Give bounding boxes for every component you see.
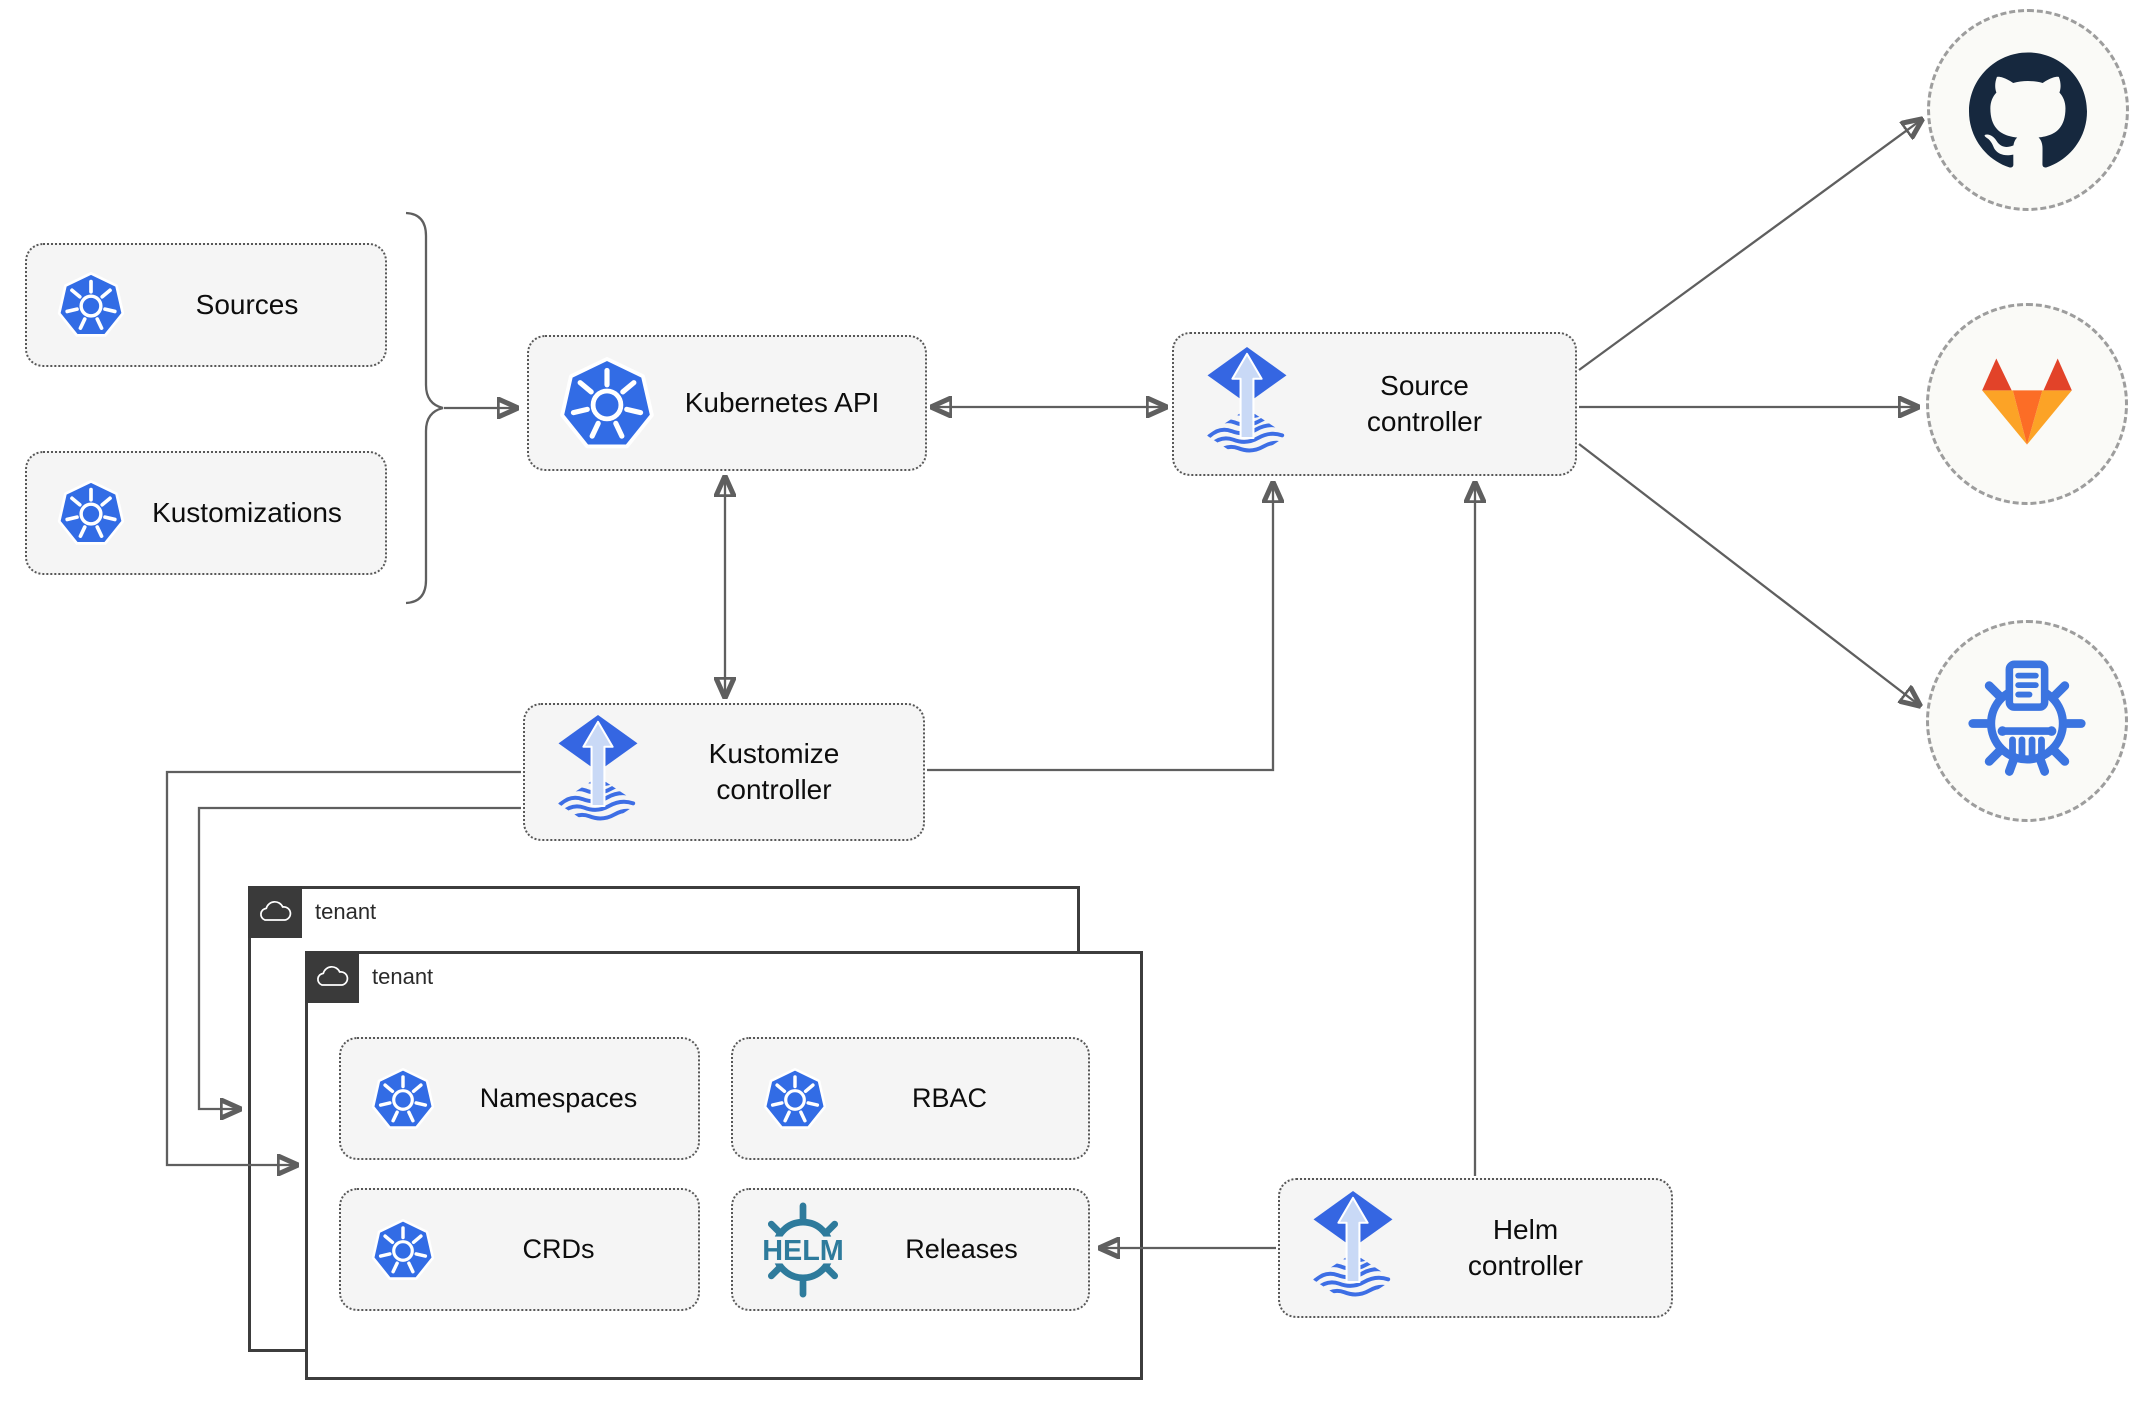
helm-icon bbox=[755, 1202, 851, 1298]
node-namespaces: Namespaces bbox=[339, 1037, 700, 1160]
node-kubernetes-api: Kubernetes API bbox=[527, 335, 927, 471]
cloud-icon bbox=[255, 893, 295, 931]
tenant-tag bbox=[305, 951, 359, 1003]
node-label-line2: controller bbox=[716, 774, 832, 805]
kubernetes-icon bbox=[57, 480, 125, 546]
flux-icon bbox=[1310, 1191, 1396, 1306]
endpoint-chartmuseum bbox=[1926, 620, 2128, 822]
tenant-tag bbox=[248, 886, 302, 938]
kubernetes-icon bbox=[371, 1068, 435, 1130]
node-label-line2: controller bbox=[1366, 406, 1483, 437]
endpoint-github bbox=[1927, 9, 2129, 211]
node-label: Sources bbox=[195, 289, 299, 321]
node-crds: CRDs bbox=[339, 1188, 700, 1311]
node-label: Releases bbox=[905, 1234, 1018, 1265]
flux-icon bbox=[1204, 347, 1290, 462]
tenant-box-front: tenant bbox=[305, 951, 1143, 1380]
node-source-controller: Source controller bbox=[1172, 332, 1577, 476]
kubernetes-icon bbox=[559, 357, 655, 450]
node-label: CRDs bbox=[522, 1234, 595, 1265]
node-label: Kustomize controller bbox=[641, 736, 923, 808]
node-label-line2: controller bbox=[1467, 1250, 1584, 1281]
node-label-line1: Kustomize bbox=[708, 738, 840, 770]
flux-icon bbox=[555, 715, 641, 830]
endpoint-gitlab bbox=[1926, 303, 2128, 505]
arrow-source-to-chartmuseum bbox=[1578, 443, 1919, 705]
group-brace bbox=[405, 211, 444, 605]
tenant-label: tenant bbox=[372, 964, 434, 989]
node-kustomize-controller: Kustomize controller bbox=[523, 703, 925, 841]
kubernetes-icon bbox=[763, 1068, 827, 1130]
kubernetes-icon bbox=[371, 1219, 435, 1281]
node-kustomizations: Kustomizations bbox=[25, 451, 387, 575]
gitlab-tanuki-icon bbox=[1968, 357, 2086, 452]
node-label-line1: Source bbox=[1380, 370, 1469, 402]
node-label: Kubernetes API bbox=[684, 387, 880, 419]
node-label: Namespaces bbox=[479, 1083, 638, 1114]
node-label-line1: Helm bbox=[1492, 1214, 1559, 1246]
tenant-label: tenant bbox=[315, 899, 377, 924]
node-label: RBAC bbox=[911, 1083, 987, 1114]
node-sources: Sources bbox=[25, 243, 387, 367]
arrow-kustomize-to-source-controller bbox=[927, 484, 1273, 772]
node-helm-controller: Helm controller bbox=[1278, 1178, 1673, 1318]
chartmuseum-icon bbox=[1964, 658, 2090, 784]
github-octocat-icon bbox=[1969, 51, 2087, 169]
kubernetes-icon bbox=[57, 272, 125, 338]
cloud-icon bbox=[312, 958, 352, 996]
node-label: Helm controller bbox=[1396, 1212, 1671, 1284]
node-releases: Releases bbox=[731, 1188, 1090, 1311]
arrow-source-to-github bbox=[1578, 120, 1921, 371]
node-label: Source controller bbox=[1290, 368, 1575, 440]
node-label: Kustomizations bbox=[152, 497, 342, 529]
node-rbac: RBAC bbox=[731, 1037, 1090, 1160]
